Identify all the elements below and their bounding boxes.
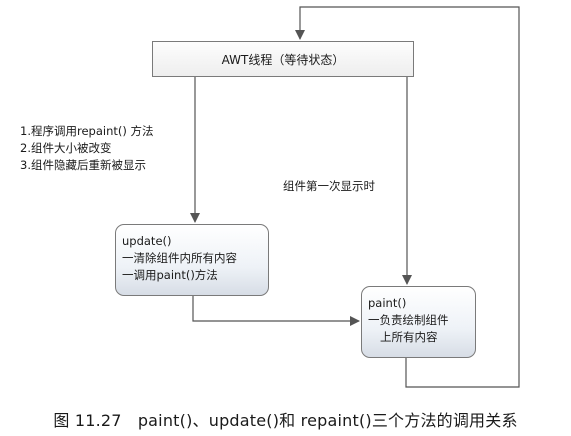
paint-method-box: paint() 一负责绘制组件 上所有内容 bbox=[361, 286, 476, 358]
figure-caption: 图 11.27 paint()、update()和 repaint()三个方法的… bbox=[53, 411, 518, 430]
first-show-label: 组件第一次显示时 bbox=[283, 179, 375, 193]
paint-line-2: 上所有内容 bbox=[380, 330, 438, 344]
reason-1: 1.程序调用repaint() 方法 bbox=[20, 124, 154, 138]
paint-line-1: 一负责绘制组件 bbox=[368, 313, 449, 327]
awt-thread-box: AWT线程（等待状态） bbox=[152, 41, 414, 77]
update-line-2: 一调用paint()方法 bbox=[122, 268, 218, 282]
update-title: update() bbox=[122, 234, 172, 248]
update-method-box: update() 一清除组件内所有内容 一调用paint()方法 bbox=[115, 224, 269, 296]
reason-3: 3.组件隐藏后重新被显示 bbox=[20, 158, 146, 172]
paint-title: paint() bbox=[368, 296, 407, 310]
arrow-paint-loop-to-awt bbox=[295, 6, 520, 388]
arrow-update-to-paint bbox=[192, 296, 360, 326]
reason-2: 2.组件大小被改变 bbox=[20, 141, 112, 155]
repaint-reasons: 1.程序调用repaint() 方法 2.组件大小被改变 3.组件隐藏后重新被显… bbox=[20, 123, 154, 174]
update-line-1: 一清除组件内所有内容 bbox=[122, 251, 237, 265]
awt-thread-label: AWT线程（等待状态） bbox=[221, 52, 345, 67]
